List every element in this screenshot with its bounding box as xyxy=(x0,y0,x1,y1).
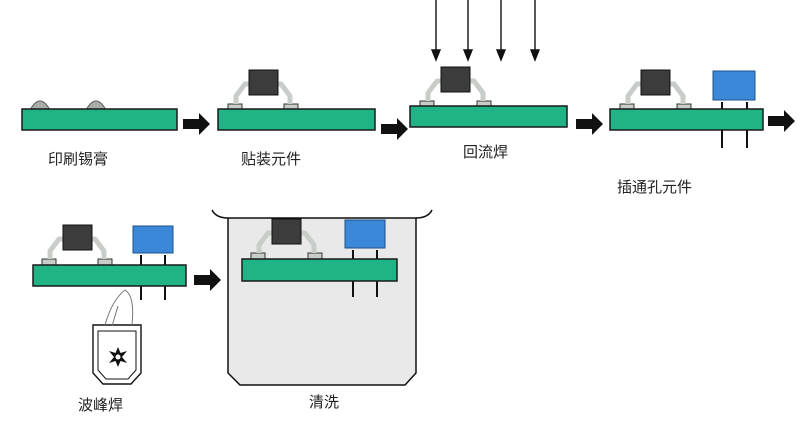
smd-chip xyxy=(440,66,471,93)
smd-chip xyxy=(62,224,93,251)
chip-lead xyxy=(668,81,686,104)
solder-pad xyxy=(307,252,323,260)
solder-pad xyxy=(97,258,113,266)
solder-pad xyxy=(250,252,266,260)
process-arrow xyxy=(576,113,603,135)
step-clean xyxy=(211,209,433,386)
tank-rim-right xyxy=(415,209,433,219)
wave-solder-pot xyxy=(92,289,142,385)
through-hole-component xyxy=(132,225,174,254)
pcb-board xyxy=(409,105,568,128)
step-print xyxy=(21,100,178,131)
step-tht xyxy=(609,69,764,148)
step-label-clean: 清洗 xyxy=(309,393,340,411)
smd-chip xyxy=(640,69,671,96)
tank-rim-left xyxy=(211,209,229,219)
pcb-board xyxy=(21,108,178,131)
chip-lead xyxy=(299,230,317,253)
chip-lead xyxy=(468,78,486,101)
smd-chip xyxy=(271,218,302,245)
solder-pad xyxy=(41,258,57,266)
heat-arrows xyxy=(430,0,541,62)
process-arrow xyxy=(768,110,795,132)
step-label-print: 印刷锡膏 xyxy=(48,150,109,168)
step-label-tht: 插通孔元件 xyxy=(617,178,693,196)
smd-chip xyxy=(248,69,279,96)
pcb-board xyxy=(32,264,187,287)
process-arrow xyxy=(183,113,210,135)
step-reflow xyxy=(409,0,568,128)
step-label-wave: 波峰焊 xyxy=(78,396,124,414)
process-arrow xyxy=(194,269,221,291)
process-arrow xyxy=(381,118,408,140)
step-mount xyxy=(217,69,376,131)
step-label-reflow: 回流焊 xyxy=(463,143,509,161)
cleaning-tank xyxy=(227,217,417,386)
flame-icon xyxy=(109,347,127,367)
step-label-mount: 贴装元件 xyxy=(241,150,302,168)
through-hole-component xyxy=(712,70,756,101)
pcb-board xyxy=(609,108,764,131)
pcb-board xyxy=(217,108,376,131)
pcb-board xyxy=(241,258,398,282)
step-wave xyxy=(32,224,187,385)
through-hole-component xyxy=(344,219,386,249)
